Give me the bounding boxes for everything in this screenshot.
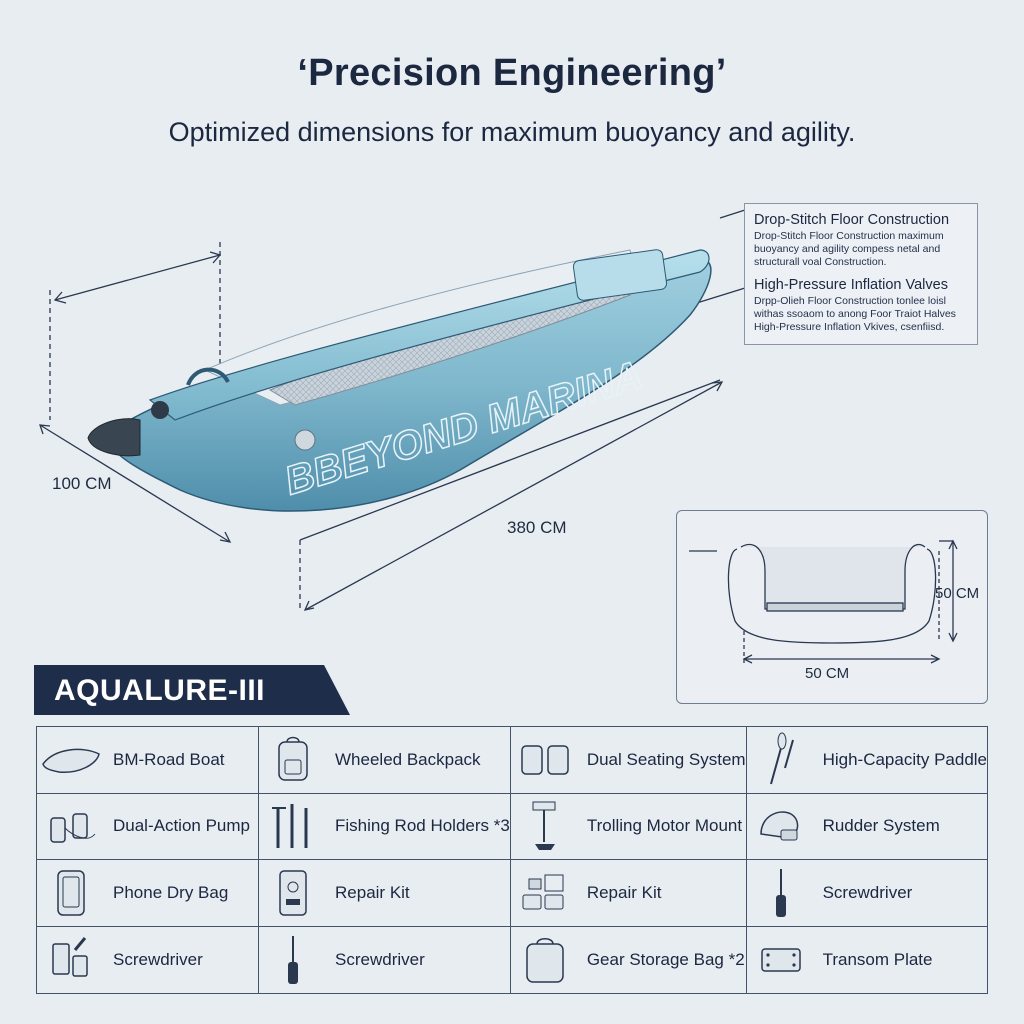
- screwdriver-icon: [259, 930, 327, 990]
- transom-plate-icon: [747, 930, 815, 990]
- contents-item: Screwdriver: [259, 926, 511, 993]
- contents-item: Phone Dry Bag: [37, 860, 260, 927]
- section-height-label: 50 CM: [935, 585, 980, 602]
- contents-item: Screwdriver: [37, 926, 260, 993]
- contents-item-label: Fishing Rod Holders *3: [335, 816, 510, 836]
- boat-illustration: BBEYOND MARINA: [39, 209, 746, 612]
- contents-item: BM-Road Boat: [37, 727, 260, 794]
- bow-handle-icon: [186, 367, 230, 386]
- phone-bag-icon: [37, 863, 105, 923]
- contents-item-label: Screwdriver: [335, 949, 425, 969]
- pump-icon: [37, 796, 105, 856]
- callout-body-floor: Drop-Stitch Floor Construction maximum b…: [754, 230, 944, 268]
- boat-nose-cone: [87, 418, 141, 457]
- contents-item-label: Transom Plate: [822, 949, 933, 969]
- contents-item-label: Dual Seating System: [586, 749, 746, 769]
- contents-item-label: High-Capacity Paddle: [822, 749, 987, 769]
- callout-body-valves: Drpp-Olieh Floor Construction tonlee loi…: [754, 295, 956, 333]
- boat-side-tube: [148, 249, 710, 421]
- repair-parts-icon: [511, 863, 579, 923]
- cross-section-diagram: [689, 539, 958, 666]
- contents-item: Gear Storage Bag *2: [511, 926, 747, 993]
- tool-set-icon: [37, 930, 105, 990]
- dim-length-label: 380 CM: [507, 518, 567, 537]
- contents-item: Repair Kit: [510, 860, 747, 927]
- contents-item-label: Repair Kit: [586, 882, 662, 902]
- contents-item: Dual Seating System: [510, 727, 747, 794]
- backpack-icon: [259, 730, 327, 790]
- valve-icon: [294, 429, 316, 451]
- screwdriver-icon: [747, 863, 815, 923]
- contents-item: Screwdriver: [746, 860, 987, 927]
- contents-item: Dual-Action Pump: [37, 793, 260, 860]
- seats-icon: [511, 730, 579, 790]
- contents-item-label: Wheeled Backpack: [335, 749, 481, 769]
- contents-item: Rudder System: [746, 794, 987, 860]
- callout-heading-valves: High-Pressure Inflation Valves: [754, 277, 948, 293]
- contents-item-label: Phone Dry Bag: [113, 882, 229, 902]
- contents-item: Transom Plate: [747, 927, 987, 994]
- contents-item: Repair Kit: [259, 860, 511, 927]
- feature-callout: Drop-Stitch Floor Construction Drop-Stit…: [744, 203, 978, 345]
- valve-icon: [151, 401, 169, 419]
- rod-holder-icon: [259, 796, 327, 856]
- contents-item-label: Screwdriver: [113, 949, 203, 969]
- callout-heading-floor: Drop-Stitch Floor Construction: [754, 212, 950, 228]
- section-width-label: 50 CM: [805, 665, 850, 682]
- cross-section-panel: 50 CM 50 CM: [676, 510, 988, 704]
- contents-item-label: Rudder System: [822, 816, 940, 836]
- page-title: ‘Precision Engineering’: [297, 52, 727, 94]
- product-name: AQUALURE-III: [54, 674, 265, 707]
- contents-item-label: Trolling Motor Mount: [586, 816, 743, 836]
- rudder-icon: [747, 796, 815, 856]
- package-contents-grid: BM-Road Boat Wheeled Backpack Dual Seating…: [36, 726, 988, 994]
- contents-item-label: Dual-Action Pump: [113, 816, 251, 836]
- contents-item-label: Screwdriver: [822, 882, 913, 902]
- motor-mount-icon: [511, 796, 579, 856]
- contents-item-label: BM-Road Boat: [113, 749, 225, 769]
- boat-icon: [37, 730, 105, 790]
- page-subtitle: Optimized dimensions for maximum buoyanc…: [168, 117, 856, 147]
- contents-item: Fishing Rod Holders *3: [259, 793, 511, 860]
- repair-kit-icon: [259, 863, 327, 923]
- contents-item: Wheeled Backpack: [259, 727, 511, 794]
- gear-bag-icon: [511, 930, 579, 990]
- contents-item: Trolling Motor Mount: [510, 793, 747, 860]
- dim-width-label: 100 CM: [52, 474, 112, 493]
- product-name-banner: AQUALURE-III: [34, 665, 350, 715]
- paddle-icon: [747, 730, 815, 790]
- contents-item-label: Gear Storage Bag *2: [586, 949, 745, 969]
- contents-item: High-Capacity Paddle: [746, 727, 987, 794]
- contents-item-label: Repair Kit: [335, 882, 410, 902]
- rear-seat: [572, 249, 668, 301]
